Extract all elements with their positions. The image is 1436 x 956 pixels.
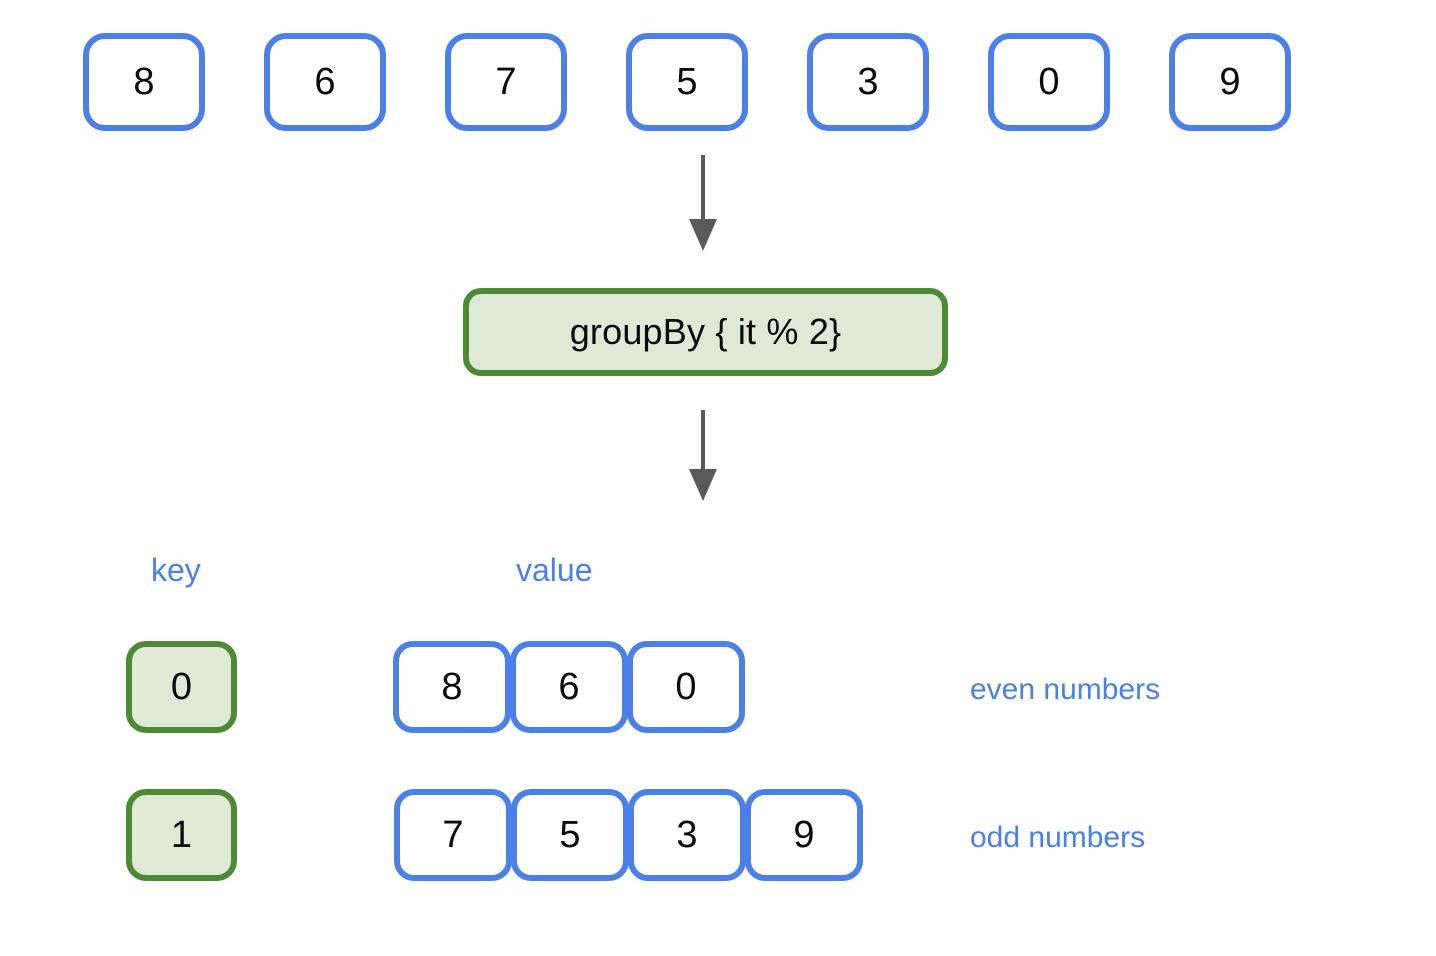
- input-box: 7: [445, 33, 567, 131]
- value-box: 6: [510, 641, 628, 733]
- key-box: 1: [126, 789, 237, 881]
- input-box: 6: [264, 33, 386, 131]
- input-box: 3: [807, 33, 929, 131]
- input-box: 0: [988, 33, 1110, 131]
- input-box: 9: [1169, 33, 1291, 131]
- value-box: 5: [511, 789, 629, 881]
- input-sequence: 8 6 7 5 3 0 9: [83, 33, 1291, 131]
- value-box: 0: [627, 641, 745, 733]
- arrow-operation-to-result-icon: [689, 410, 717, 501]
- value-box: 7: [394, 789, 512, 881]
- row-annotation: even numbers: [970, 673, 1161, 706]
- operation-box: groupBy { it % 2}: [463, 288, 948, 376]
- value-group: 8 6 0: [393, 641, 745, 733]
- result-row: 0 8 6 0 even numbers: [126, 641, 1160, 733]
- value-box: 9: [745, 789, 863, 881]
- key-box: 0: [126, 641, 237, 733]
- value-column-label: value: [516, 552, 593, 588]
- input-box: 8: [83, 33, 205, 131]
- key-column-label: key: [151, 552, 201, 588]
- value-box: 8: [393, 641, 511, 733]
- arrow-input-to-operation-icon: [689, 155, 717, 251]
- result-row: 1 7 5 3 9 odd numbers: [126, 789, 1145, 881]
- input-box: 5: [626, 33, 748, 131]
- row-annotation: odd numbers: [970, 821, 1146, 854]
- value-box: 3: [628, 789, 746, 881]
- operation-label: groupBy { it % 2}: [569, 311, 842, 352]
- value-group: 7 5 3 9: [394, 789, 863, 881]
